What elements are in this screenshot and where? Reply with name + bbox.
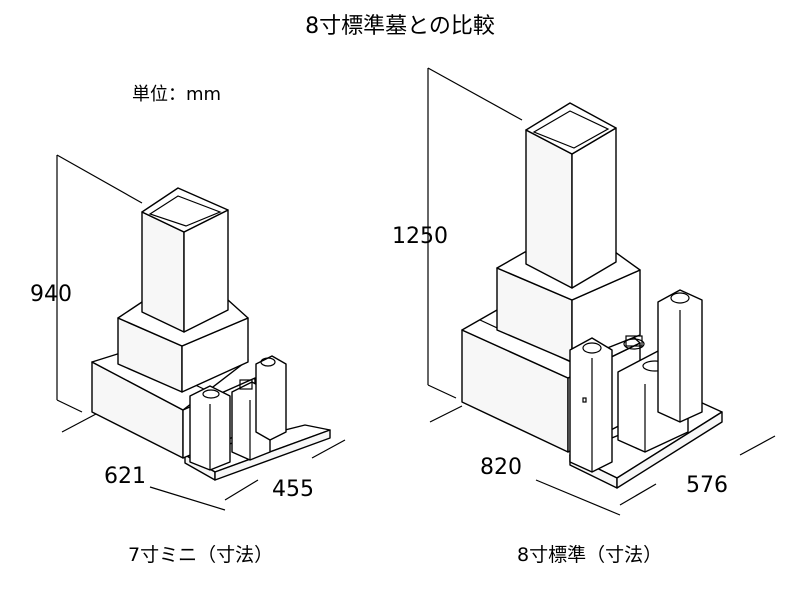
mini-width-label: 621: [104, 464, 146, 489]
standard-tombstone: [427, 67, 776, 516]
mini-depth-label: 455: [272, 477, 314, 502]
standard-caption: 8寸標準（寸法）: [517, 544, 663, 566]
diagram-title: 8寸標準墓との比較: [305, 14, 495, 39]
mini-height-label: 940: [30, 282, 72, 307]
standard-dimension-lines: [427, 67, 776, 516]
mini-dimension-lines: [56, 154, 346, 511]
standard-vase-posts: [569, 289, 703, 473]
mini-tombstone: [56, 154, 346, 511]
mini-vase-posts: [189, 355, 287, 471]
standard-depth-label: 576: [686, 473, 728, 498]
mini-column: [141, 187, 229, 333]
mini-caption: 7寸ミニ（寸法）: [128, 544, 274, 566]
standard-width-label: 820: [480, 455, 522, 480]
standard-height-label: 1250: [392, 224, 448, 249]
standard-column: [525, 102, 617, 289]
unit-label: 単位：mm: [132, 84, 222, 105]
